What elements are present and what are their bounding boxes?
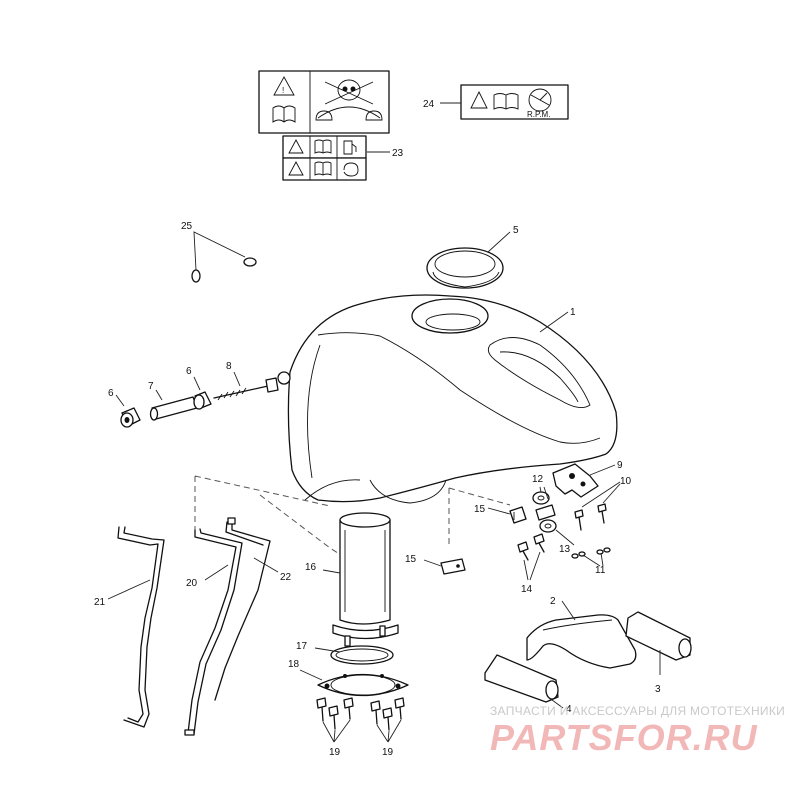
- plate-screws: [316, 697, 405, 731]
- rpm-warning-label: R.P.M.: [460, 84, 569, 120]
- bracket-collars: [535, 504, 556, 521]
- callout-6b: 6: [186, 366, 192, 377]
- callout-8: 8: [226, 361, 232, 372]
- overflow-tube: [214, 517, 271, 701]
- fuel-tank: [277, 294, 618, 504]
- fuel-cap-icon: [343, 162, 359, 177]
- callout-3: 3: [655, 684, 661, 695]
- callout-18: 18: [288, 659, 300, 670]
- svg-text:!: !: [282, 86, 284, 95]
- callout-11: 11: [595, 565, 606, 576]
- callout-9: 9: [617, 460, 623, 471]
- callout-6a: 6: [108, 388, 114, 399]
- callout-19b: 19: [382, 747, 394, 758]
- fuel-pump-icon: [343, 140, 357, 155]
- callout-21: 21: [94, 597, 106, 608]
- callout-25: 25: [181, 221, 193, 232]
- skull-crossbones-icon: [317, 79, 381, 119]
- manual-book-icon: [314, 161, 332, 176]
- rubber-pad-left: [484, 654, 559, 703]
- callout-15b: 15: [405, 554, 417, 565]
- warning-label-small-top: [282, 135, 367, 159]
- breather-tube: [117, 526, 165, 728]
- warning-triangle-icon: [470, 90, 488, 109]
- rubber-block-upper: [509, 506, 527, 524]
- callout-4: 4: [566, 704, 572, 715]
- callout-10: 10: [620, 476, 632, 487]
- manual-book-icon: [493, 93, 519, 110]
- callout-7: 7: [148, 381, 154, 392]
- callout-22: 22: [280, 572, 292, 583]
- callout-1: 1: [570, 307, 576, 318]
- manual-book-icon: [314, 139, 332, 154]
- rpm-label: R.P.M.: [527, 110, 550, 119]
- tachometer-icon: [528, 88, 552, 112]
- pump-seal: [330, 645, 394, 665]
- rubber-block-lower: [440, 558, 466, 575]
- warning-triangle-icon: [273, 76, 295, 96]
- rubber-pad-right: [625, 611, 692, 661]
- watermark-logo: PARTSFOR.RU: [490, 717, 758, 758]
- warning-triangle-icon: [288, 139, 304, 154]
- watermark-tagline: ЗАПЧАСТИ И АКСЕССУАРЫ ДЛЯ МОТОТЕХНИКИ: [490, 704, 786, 718]
- filler-neck-ring: [426, 247, 504, 289]
- bracket-grommets: [532, 491, 557, 533]
- bracket-washers: [571, 547, 611, 559]
- warning-triangle-icon: [288, 161, 304, 176]
- o-rings: [191, 257, 257, 283]
- callout-14: 14: [521, 584, 533, 595]
- mounting-bracket: [552, 463, 599, 498]
- spacer-tube: [149, 396, 198, 421]
- callout-15a: 15: [474, 504, 486, 515]
- callout-20: 20: [186, 578, 198, 589]
- rubber-grommet-rear: [193, 391, 212, 410]
- helmet-icon: [315, 110, 383, 121]
- callout-16: 16: [305, 562, 317, 573]
- warning-label-large: !: [258, 70, 390, 134]
- rubber-grommet-front: [120, 407, 141, 428]
- callout-17: 17: [296, 641, 308, 652]
- warning-label-small-bottom: [282, 157, 367, 181]
- callout-24: 24: [423, 99, 435, 110]
- bracket-bolts: [574, 503, 607, 531]
- manual-book-icon: [272, 105, 296, 123]
- heat-shield: [526, 614, 637, 669]
- callout-13: 13: [559, 544, 571, 555]
- callout-2: 2: [550, 596, 556, 607]
- pump-retaining-plate: [317, 673, 409, 697]
- callout-12: 12: [532, 474, 544, 485]
- callout-5: 5: [513, 225, 519, 236]
- callout-19a: 19: [329, 747, 341, 758]
- callout-23: 23: [392, 148, 404, 159]
- drain-tube: [184, 528, 243, 736]
- bracket-lower-bolts: [517, 533, 545, 561]
- mounting-bolt: [213, 377, 279, 401]
- fuel-pump-assembly: [332, 512, 399, 647]
